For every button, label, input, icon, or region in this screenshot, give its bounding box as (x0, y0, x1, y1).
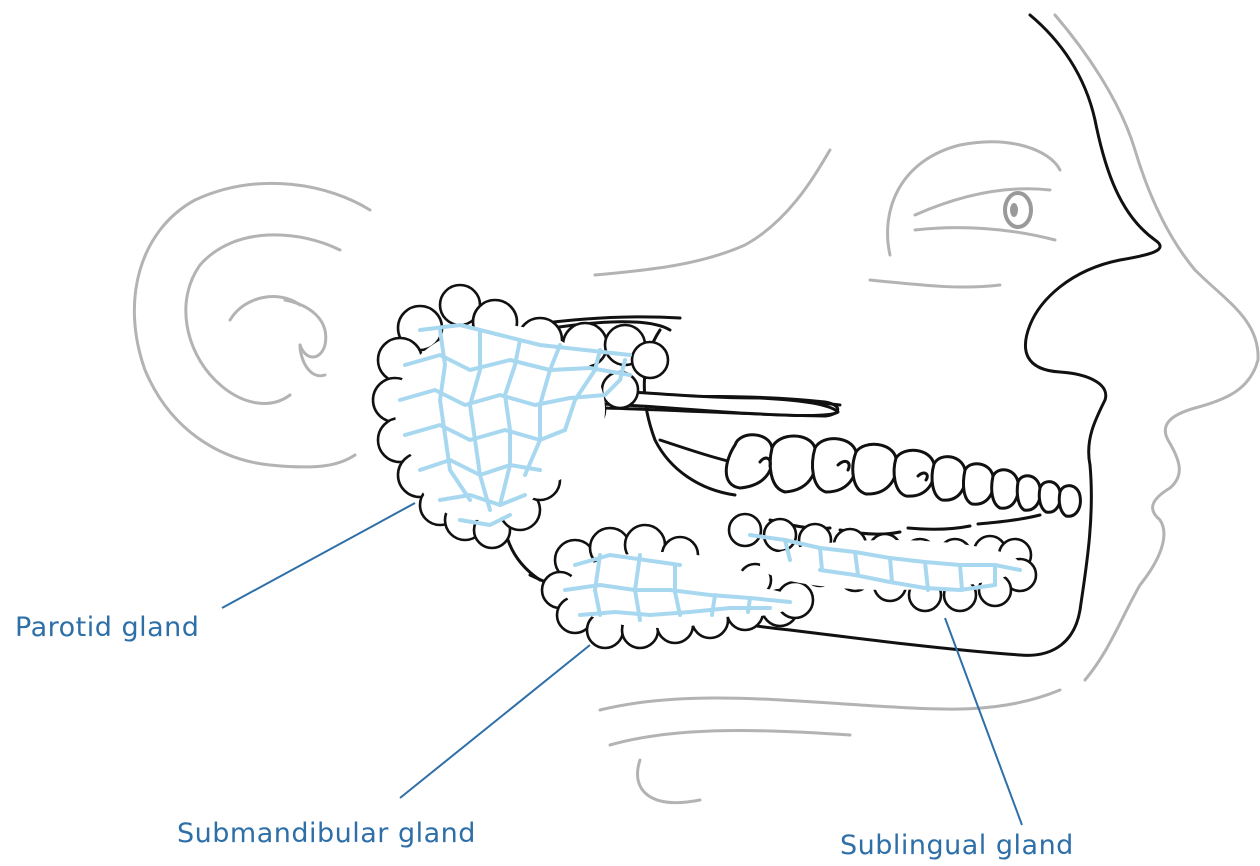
eye (888, 142, 1060, 255)
sublingual-leader-line (945, 618, 1022, 825)
cheek-lines (595, 150, 1000, 287)
submandibular-leader-line (400, 645, 590, 798)
parotid-leader-line (222, 503, 415, 608)
upper-teeth (726, 435, 1080, 516)
sublingual-gland-label: Sublingual gland (840, 830, 1074, 861)
parotid-gland-label: Parotid gland (15, 612, 199, 643)
submandibular-gland-label: Submandibular gland (177, 818, 476, 849)
parotid-gland (373, 285, 838, 548)
ear (134, 183, 370, 467)
